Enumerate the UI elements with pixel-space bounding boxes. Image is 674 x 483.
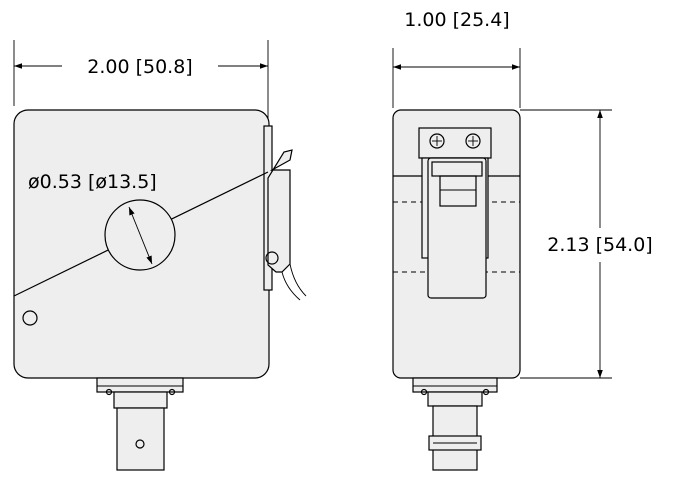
connector-neck-front xyxy=(113,391,168,409)
dimension-height: 2.13 [54.0] xyxy=(547,234,652,256)
cable-line-a xyxy=(281,271,301,301)
clip-pin xyxy=(265,251,279,265)
flange-screw-left xyxy=(105,388,113,396)
dimension-width-front: 2.00 [50.8] xyxy=(87,56,192,78)
connector-neck-side xyxy=(427,391,483,407)
side-view: 1.00 [25.4] 2.13 [54.0] xyxy=(392,9,653,471)
diameter-dimension-line xyxy=(128,206,153,265)
cable-line-b xyxy=(289,263,307,297)
dimension-width-side: 1.00 [25.4] xyxy=(404,9,509,31)
mount-hole xyxy=(22,310,38,326)
flange-side-screw-left xyxy=(420,388,428,396)
screw-left xyxy=(429,133,445,149)
connector-barrel-front xyxy=(116,407,165,471)
dimension-diameter: ø0.53 [ø13.5] xyxy=(28,171,157,193)
flange-side-screw-right xyxy=(482,388,490,396)
screw-right xyxy=(465,133,481,149)
latch-window xyxy=(439,175,477,207)
connector-pin-front xyxy=(135,439,145,449)
front-view: 2.00 [50.8] ø0.53 [ø13.5] xyxy=(13,40,307,471)
latch-lever xyxy=(427,157,487,299)
clip-latch xyxy=(267,149,293,273)
flange-screw-right xyxy=(168,388,176,396)
